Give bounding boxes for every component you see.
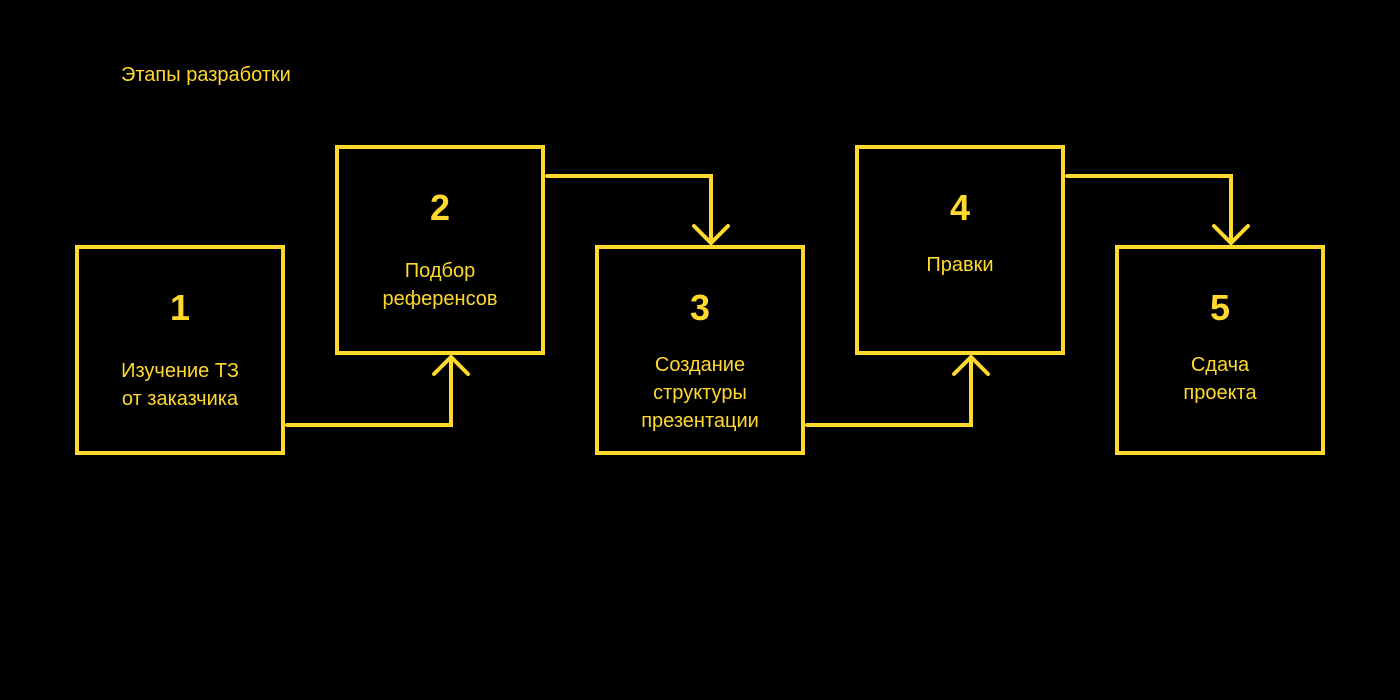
step-number: 2 <box>429 187 451 228</box>
step-label: Правки <box>859 251 1061 279</box>
step-label-line: проекта <box>1183 382 1257 404</box>
step-label-line: Правки <box>926 254 994 276</box>
step-label: Изучение ТЗ от заказчика <box>79 357 281 413</box>
step-number: 5 <box>1209 287 1231 328</box>
step-label-line: от заказчика <box>121 388 239 410</box>
step-label-line: Сдача <box>1190 354 1250 376</box>
step-label-line: структуры <box>653 382 747 404</box>
step-box-3: 3 Создание структуры презентации <box>595 245 805 455</box>
step-box-4: 4 Правки <box>855 145 1065 355</box>
step-label-line: Изучение ТЗ <box>121 360 239 382</box>
arrow-1-to-2 <box>285 354 470 427</box>
step-number: 3 <box>689 287 711 328</box>
step-box-5: 5 Сдача проекта <box>1115 245 1325 455</box>
step-label: Подбор референсов <box>339 257 541 313</box>
step-label: Сдача проекта <box>1119 351 1321 407</box>
arrow-4-to-5 <box>1065 174 1250 246</box>
step-number: 1 <box>169 287 191 328</box>
arrow-3-to-4 <box>805 354 990 427</box>
step-label-line: Подбор <box>404 260 476 282</box>
step-number: 4 <box>949 187 971 228</box>
step-box-2: 2 Подбор референсов <box>335 145 545 355</box>
arrow-2-to-3 <box>545 174 730 246</box>
step-label: Создание структуры презентации <box>599 351 801 435</box>
diagram-title: Этапы разработки <box>121 64 291 86</box>
step-label-line: референсов <box>382 288 498 310</box>
step-label-line: Создание <box>654 354 746 376</box>
step-label-line: презентации <box>641 410 759 432</box>
step-box-1: 1 Изучение ТЗ от заказчика <box>75 245 285 455</box>
